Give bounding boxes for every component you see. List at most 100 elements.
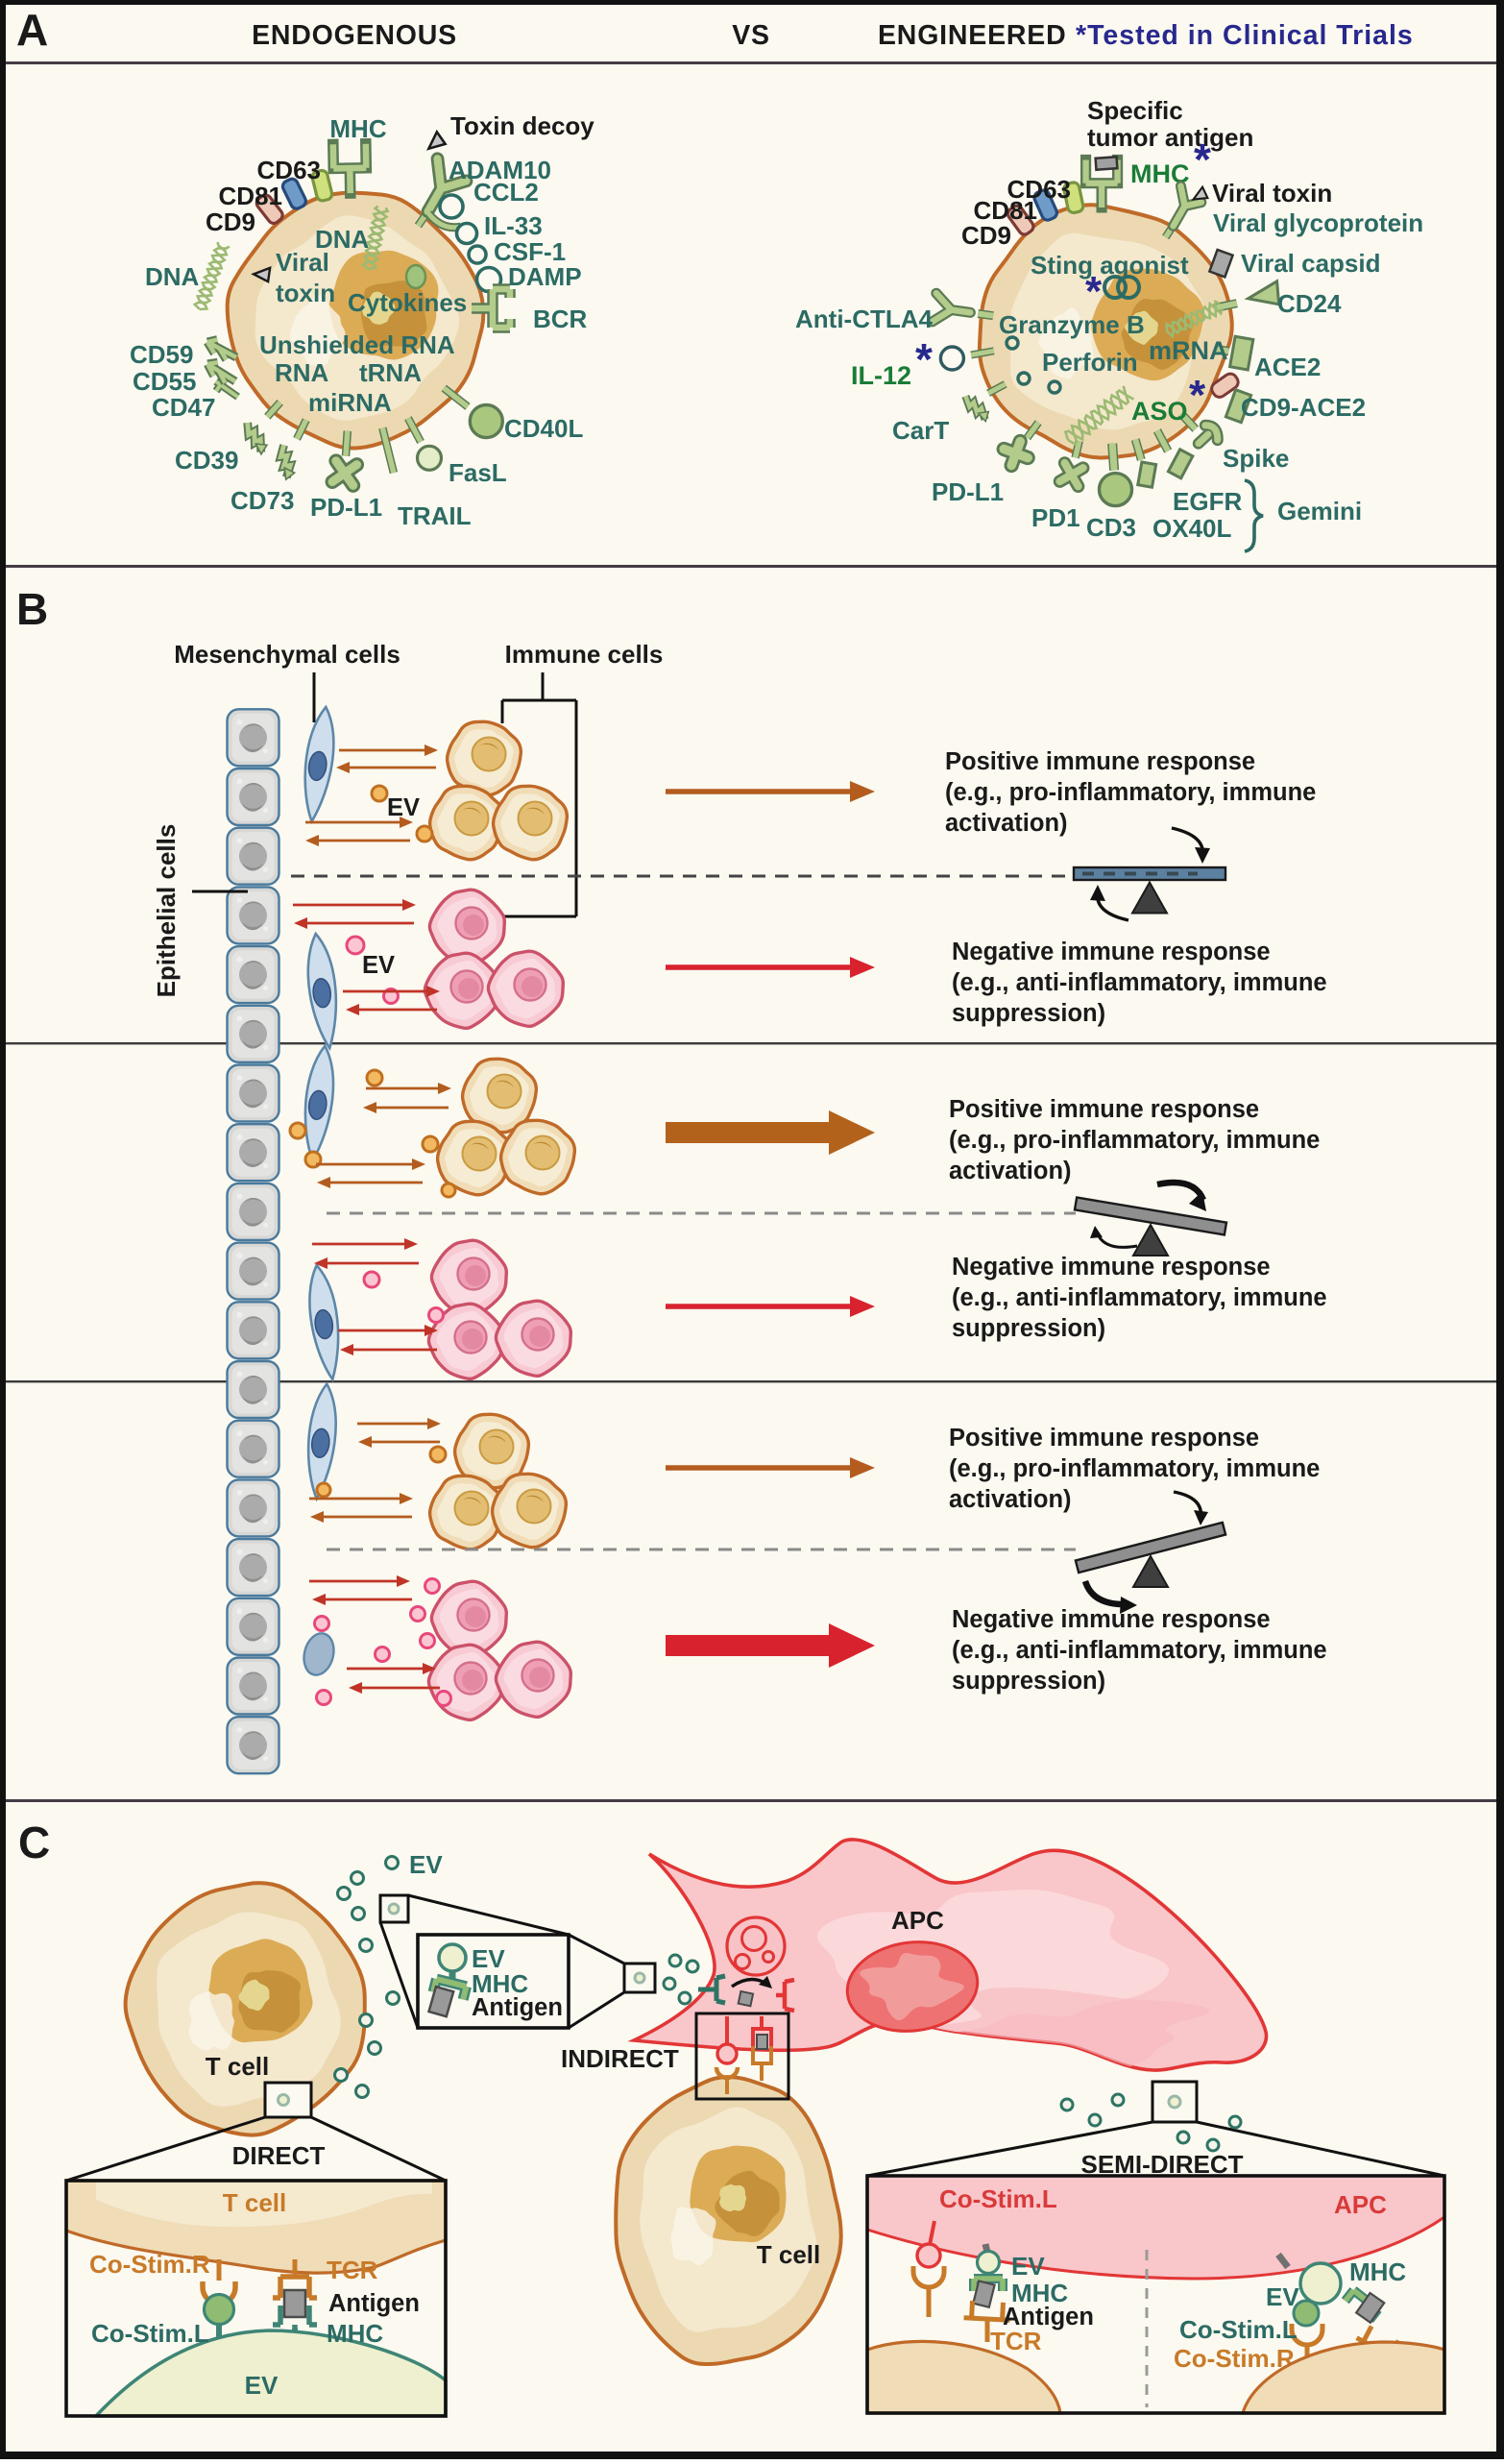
svg-text:CD39: CD39 [175, 446, 238, 475]
svg-text:Viral: Viral [276, 248, 329, 277]
svg-text:*Tested in Clinical Trials: *Tested in Clinical Trials [1076, 20, 1414, 51]
svg-text:T cell: T cell [757, 2240, 820, 2269]
svg-text:PD-L1: PD-L1 [310, 493, 382, 522]
svg-text:EV: EV [245, 2371, 279, 2400]
svg-text:FasL: FasL [449, 458, 507, 487]
svg-text:MHC: MHC [1011, 2279, 1068, 2307]
svg-text:Negative immune response: Negative immune response [952, 1606, 1271, 1633]
svg-text:A: A [16, 5, 48, 55]
svg-text:IL-33: IL-33 [484, 211, 543, 240]
svg-text:Antigen: Antigen [328, 2290, 420, 2317]
svg-text:Co-Stim.L: Co-Stim.L [1179, 2315, 1298, 2344]
svg-text:Positive immune response: Positive immune response [949, 1425, 1259, 1452]
svg-text:CD47: CD47 [152, 393, 215, 422]
svg-text:DNA: DNA [315, 225, 370, 254]
svg-text:CD40L: CD40L [504, 414, 583, 443]
svg-text:(e.g., pro-inflammatory, immun: (e.g., pro-inflammatory, immune [949, 1127, 1320, 1154]
svg-text:TCR: TCR [327, 2256, 378, 2284]
svg-text:Co-Stim.L: Co-Stim.L [939, 2184, 1057, 2213]
svg-text:Co-Stim.L: Co-Stim.L [91, 2319, 209, 2348]
svg-text:CSF-1: CSF-1 [494, 237, 566, 266]
svg-text:*: * [1194, 134, 1211, 184]
svg-text:(e.g., anti-inflammatory, immu: (e.g., anti-inflammatory, immune [952, 1637, 1327, 1664]
svg-text:CD24: CD24 [1277, 289, 1342, 318]
svg-text:Anti-CTLA4: Anti-CTLA4 [795, 305, 934, 333]
svg-text:Gemini: Gemini [1277, 497, 1362, 525]
svg-text:C: C [18, 1818, 50, 1867]
svg-text:miRNA: miRNA [308, 388, 392, 417]
svg-text:EV: EV [387, 794, 420, 821]
svg-text:Granzyme B: Granzyme B [999, 310, 1145, 339]
svg-text:toxin: toxin [276, 279, 335, 307]
svg-text:EV: EV [409, 1850, 443, 1879]
svg-text:CD9-ACE2: CD9-ACE2 [1241, 393, 1366, 422]
svg-text:Toxin decoy: Toxin decoy [450, 111, 594, 140]
svg-text:suppression): suppression) [952, 1315, 1105, 1342]
svg-text:PD-L1: PD-L1 [932, 477, 1004, 506]
svg-text:PD1: PD1 [1031, 503, 1080, 532]
svg-text:B: B [16, 584, 48, 634]
svg-text:tumor antigen: tumor antigen [1087, 123, 1253, 152]
svg-text:CD81: CD81 [219, 182, 282, 210]
svg-text:Unshielded RNA: Unshielded RNA [259, 330, 455, 359]
svg-text:CCL2: CCL2 [473, 178, 539, 207]
svg-text:ENGINEERED: ENGINEERED [878, 20, 1066, 51]
svg-text:ACE2: ACE2 [1254, 353, 1321, 381]
svg-text:CD3: CD3 [1086, 513, 1136, 542]
svg-text:activation): activation) [945, 810, 1068, 837]
svg-text:APC: APC [891, 1906, 944, 1935]
svg-text:DIRECT: DIRECT [232, 2141, 326, 2170]
svg-text:SEMI-DIRECT: SEMI-DIRECT [1081, 2150, 1244, 2179]
svg-text:Negative immune response: Negative immune response [952, 939, 1271, 965]
svg-text:EV: EV [1266, 2282, 1299, 2311]
svg-text:CD9: CD9 [961, 221, 1011, 250]
svg-text:(e.g., pro-inflammatory, immun: (e.g., pro-inflammatory, immune [949, 1455, 1320, 1482]
svg-text:CD63: CD63 [1007, 175, 1071, 204]
svg-text:TCR: TCR [990, 2327, 1042, 2355]
svg-text:T cell: T cell [223, 2188, 286, 2217]
svg-text:Co-Stim.R: Co-Stim.R [89, 2250, 210, 2279]
svg-text:MHC: MHC [1349, 2257, 1406, 2286]
svg-text:(e.g., anti-inflammatory, immu: (e.g., anti-inflammatory, immune [952, 1284, 1327, 1311]
svg-text:CD73: CD73 [230, 486, 294, 515]
svg-text:BCR: BCR [533, 305, 588, 333]
svg-text:Spike: Spike [1223, 444, 1289, 473]
svg-text:CD63: CD63 [257, 156, 321, 184]
svg-text:EV: EV [362, 952, 395, 979]
svg-text:MHC: MHC [327, 2319, 383, 2348]
svg-text:Immune cells: Immune cells [505, 640, 664, 669]
svg-text:Viral capsid: Viral capsid [1241, 249, 1381, 278]
svg-text:IL-12: IL-12 [851, 361, 911, 390]
svg-text:Sting agonist: Sting agonist [1031, 251, 1189, 280]
svg-text:VS: VS [732, 20, 770, 51]
svg-text:Antigen: Antigen [472, 1994, 563, 2021]
svg-text:CarT: CarT [892, 416, 949, 445]
svg-text:EV: EV [1011, 2252, 1045, 2281]
svg-text:EGFR: EGFR [1173, 487, 1242, 516]
svg-text:DAMP: DAMP [508, 262, 582, 291]
svg-text:T cell: T cell [206, 2052, 269, 2081]
svg-text:(e.g., pro-inflammatory, immun: (e.g., pro-inflammatory, immune [945, 779, 1316, 806]
svg-text:activation): activation) [949, 1158, 1072, 1184]
svg-text:RNA: RNA [275, 358, 329, 387]
svg-text:mRNA: mRNA [1149, 336, 1228, 365]
svg-text:suppression): suppression) [952, 1668, 1105, 1695]
svg-text:CD81: CD81 [974, 196, 1037, 225]
svg-text:Specific: Specific [1087, 96, 1183, 125]
svg-text:Negative immune response: Negative immune response [952, 1254, 1271, 1281]
svg-text:tRNA: tRNA [359, 358, 422, 387]
svg-text:*: * [1085, 268, 1103, 315]
svg-text:suppression): suppression) [952, 1000, 1105, 1027]
svg-text:Cytokines: Cytokines [348, 288, 467, 317]
svg-text:activation): activation) [949, 1486, 1072, 1513]
svg-text:Co-Stim.R: Co-Stim.R [1174, 2344, 1295, 2373]
svg-text:CD59: CD59 [130, 340, 193, 369]
svg-text:ADAM10: ADAM10 [449, 156, 551, 184]
svg-text:MHC: MHC [472, 1969, 528, 1998]
svg-text:(e.g., anti-inflammatory, immu: (e.g., anti-inflammatory, immune [952, 969, 1327, 996]
svg-text:ENDOGENOUS: ENDOGENOUS [252, 20, 457, 51]
svg-text:Positive immune response: Positive immune response [945, 748, 1255, 775]
svg-text:Viral toxin: Viral toxin [1212, 179, 1332, 207]
svg-text:*: * [915, 334, 933, 384]
svg-text:INDIRECT: INDIRECT [561, 2044, 679, 2073]
